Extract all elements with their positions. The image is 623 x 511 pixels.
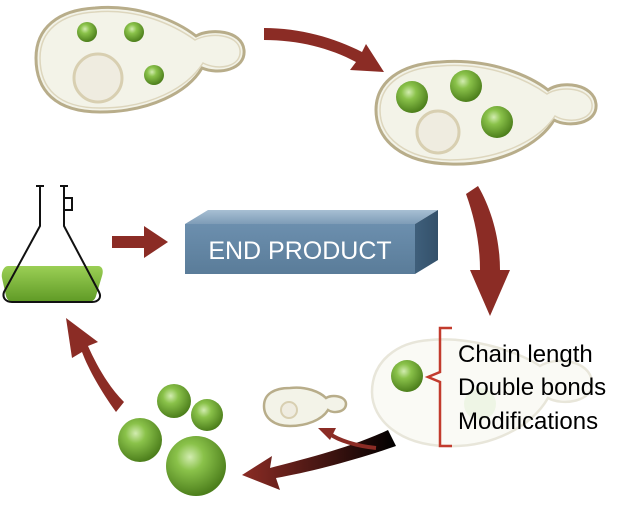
released-lipid-droplets <box>118 384 226 496</box>
lipid-droplet <box>124 22 144 42</box>
property-bracket <box>424 326 452 448</box>
lipid-droplet <box>391 360 423 392</box>
arrow-to-flask <box>66 318 124 412</box>
property-chain-length: Chain length <box>458 341 593 368</box>
faded-yeast-cell <box>370 338 594 448</box>
release-arrow <box>242 430 396 490</box>
nucleus <box>72 52 124 104</box>
property-modifications: Modifications <box>458 408 598 435</box>
lipid-droplet <box>450 70 482 102</box>
property-double-bonds: Double bonds <box>458 374 606 401</box>
lipid-droplet <box>157 384 191 418</box>
lipid-droplet <box>191 399 223 431</box>
nucleus <box>415 109 461 155</box>
small-yeast-cell <box>262 386 348 428</box>
arrow-to-end-product <box>112 226 168 258</box>
yeast-cell-small-droplets <box>34 5 246 114</box>
lipid-droplet <box>118 418 162 462</box>
lipid-droplet <box>77 22 97 42</box>
end-product-box: END PRODUCT <box>185 210 438 274</box>
lipid-droplet <box>144 65 164 85</box>
yeast-cell-large-droplets <box>374 59 598 166</box>
culture-flask-icon <box>1 185 103 303</box>
lipid-droplet <box>396 81 428 113</box>
lipid-droplet <box>166 436 226 496</box>
arrow-to-cell-2 <box>264 28 384 72</box>
end-product-label: END PRODUCT <box>208 237 391 265</box>
arrow-to-cell-3 <box>466 186 510 316</box>
recycle-arrow <box>328 432 377 450</box>
lipid-droplet <box>481 106 513 138</box>
